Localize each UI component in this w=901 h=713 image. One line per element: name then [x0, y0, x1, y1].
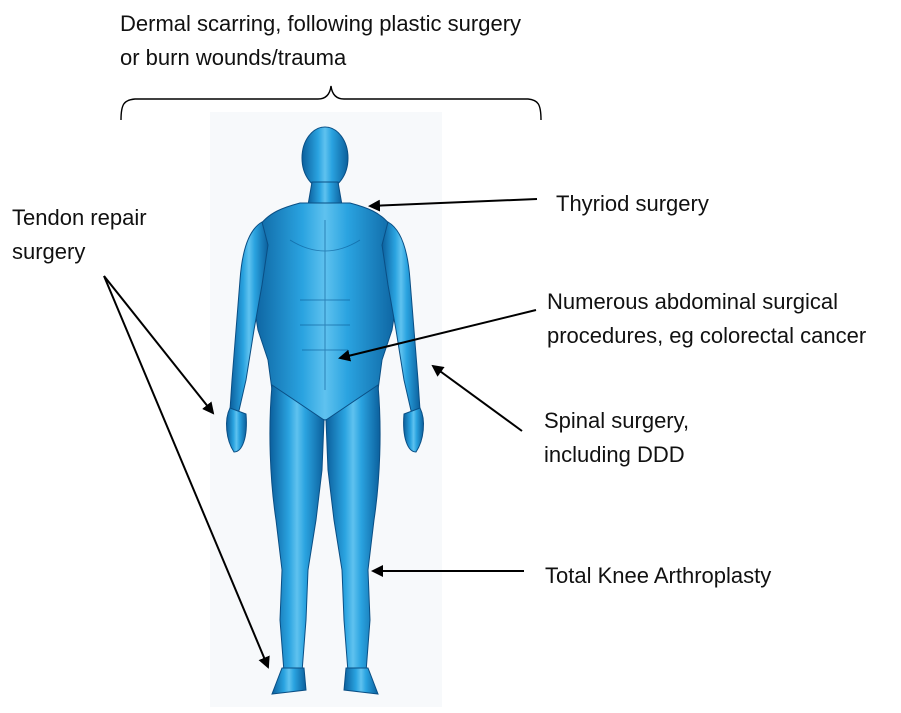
tendon-arrow-to-hand: [104, 276, 213, 413]
neck: [308, 182, 342, 205]
spinal-arrow: [433, 366, 522, 431]
head: [302, 127, 348, 189]
